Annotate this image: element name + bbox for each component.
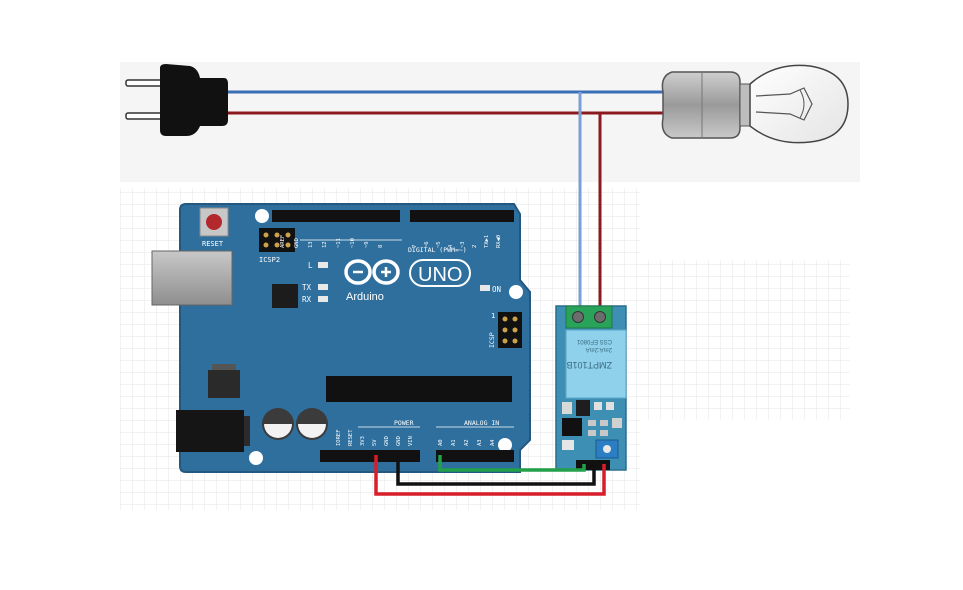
- led-l-label: L: [308, 261, 313, 270]
- reset-button: [199, 207, 229, 237]
- icsp-pin1-label: 1: [491, 312, 495, 320]
- pin-label: ~11: [336, 238, 342, 248]
- led-on-label: ON: [492, 285, 501, 294]
- power-plug-icon: [125, 64, 228, 136]
- pin-label: 5V: [372, 439, 378, 446]
- mounting-hole: [255, 209, 269, 223]
- mounting-hole: [498, 438, 512, 452]
- pin-label: A4: [490, 439, 496, 446]
- reset-label: RESET: [202, 240, 224, 248]
- pin-label: 7: [412, 245, 418, 248]
- icsp-label: ICSP: [488, 332, 496, 348]
- pin-label: GND: [294, 238, 300, 248]
- pin-label: 3V3: [360, 436, 366, 446]
- icsp2-header: [259, 228, 295, 252]
- uno-badge: [409, 259, 471, 287]
- wire-green-a0: [438, 455, 586, 472]
- led-tx-label: TX: [302, 283, 312, 292]
- pin-label: 4: [448, 244, 454, 248]
- transformer: [565, 329, 627, 399]
- digital-pin-labels-right: 7 ~6 ~5 4 ~3 2 TX▶1 RX◀0: [412, 235, 502, 248]
- pin-label: A0: [438, 439, 444, 446]
- pin-label: VIN: [408, 436, 414, 446]
- pin-label: IOREF: [336, 429, 342, 446]
- led-rx: [318, 296, 328, 302]
- pin-label: 2: [472, 245, 478, 248]
- led-rx-label: RX: [302, 295, 312, 304]
- pin-label: RX◀0: [496, 235, 502, 248]
- pin-label: A3: [477, 439, 483, 446]
- analog-header-label: ANALOG IN: [464, 419, 499, 427]
- digital-header-label: DIGITAL (PWM=~): [408, 246, 467, 254]
- atmega-microcontroller: [326, 376, 512, 402]
- zmpt101b-voltage-sensor: ZMPT101B 2mA:2mA CSS EF0801: [555, 305, 627, 471]
- analog-pin-labels: A0 A1 A2 A3 A4 A5: [438, 439, 509, 446]
- digital-header-right: [410, 210, 514, 222]
- wire-red-5v: [374, 455, 606, 496]
- pin-label: 13: [308, 241, 314, 248]
- led-tx: [318, 284, 328, 290]
- pin-label: GND: [384, 436, 390, 446]
- pin-label: A2: [464, 439, 470, 446]
- pin-label: TX▶1: [484, 235, 490, 248]
- led-on: [480, 285, 490, 291]
- digital-pin-labels-left: AREF GND 13 12 ~11 ~10 ~9 8: [280, 235, 384, 248]
- sensor-relay-text-2: CSS EF0801: [576, 338, 612, 344]
- pin-label: 12: [322, 241, 328, 248]
- arduino-logo-icon: [344, 259, 400, 285]
- pin-label: AREF: [280, 235, 286, 248]
- power-pin-labels: IOREF RESET 3V3 5V GND GND VIN: [336, 429, 414, 446]
- voltage-regulator: [208, 370, 240, 398]
- pin-label: ~6: [424, 241, 430, 248]
- dc-power-jack: [176, 410, 244, 452]
- icsp2-label: ICSP2: [259, 256, 280, 264]
- pin-label: RESET: [348, 429, 354, 446]
- led-l: [318, 262, 328, 268]
- pin-label: ~3: [460, 241, 466, 248]
- pin-label: 8: [378, 245, 384, 248]
- power-header-label: POWER: [394, 419, 414, 427]
- digital-header-left: [272, 210, 400, 222]
- usb-interface-chip: [272, 284, 298, 308]
- mounting-hole: [509, 285, 523, 299]
- power-header: [320, 450, 420, 462]
- arduino-logo-text: Arduino: [346, 291, 384, 303]
- sensor-chip-text: ZMPT101B: [566, 360, 612, 370]
- pin-label: A1: [451, 439, 457, 446]
- pin-label: ~10: [350, 238, 356, 248]
- mounting-hole: [249, 451, 263, 465]
- pin-label: A5: [503, 439, 509, 446]
- pin-label: ~5: [436, 241, 442, 248]
- grid-background-right: [600, 260, 850, 420]
- icsp-header: [498, 312, 522, 348]
- sensor-relay-text-1: 2mA:2mA: [586, 346, 612, 352]
- uno-label: UNO: [418, 264, 462, 286]
- pin-label: ~9: [364, 241, 370, 248]
- pin-label: GND: [396, 436, 402, 446]
- analog-header: [436, 450, 514, 462]
- light-bulb-icon: [661, 64, 849, 144]
- usb-connector: [151, 250, 233, 306]
- wire-black-gnd: [396, 455, 596, 486]
